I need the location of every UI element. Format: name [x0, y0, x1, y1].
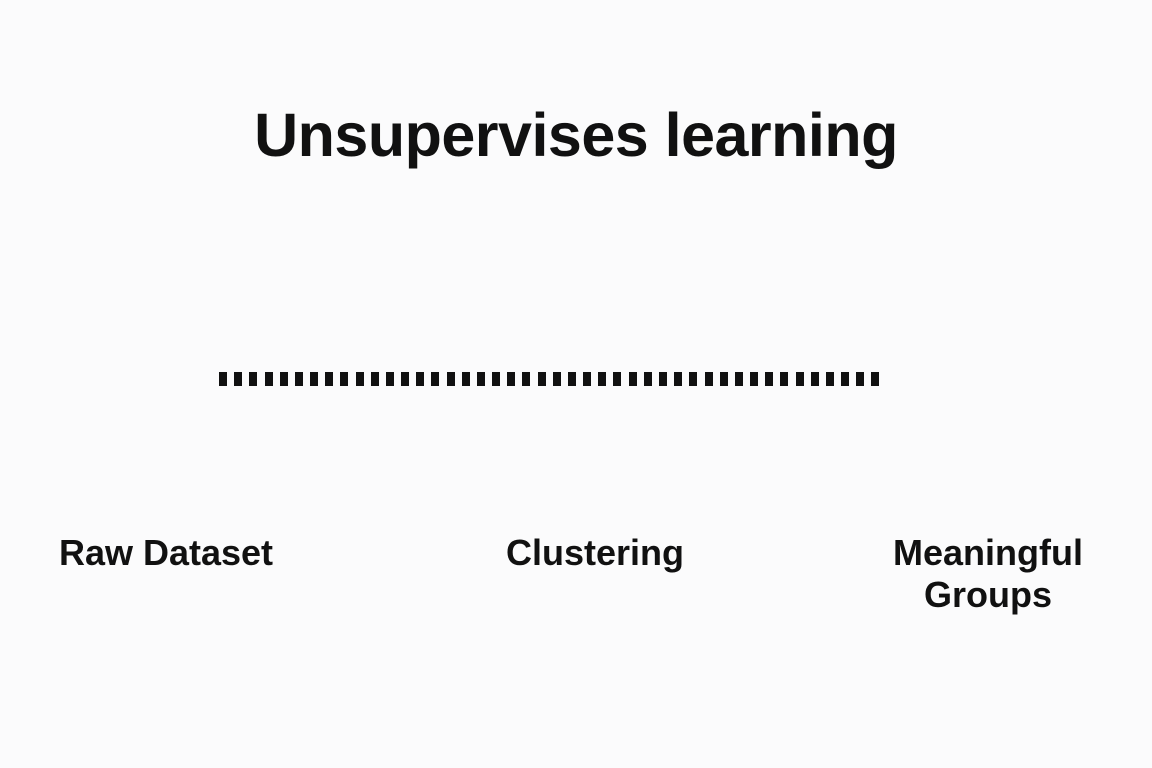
connector-dot — [567, 372, 576, 386]
connector-dot — [507, 372, 516, 386]
connector-dot — [704, 372, 713, 386]
connector-dot — [613, 372, 622, 386]
stage-label-raw-dataset-line-1: Raw Dataset — [58, 532, 274, 573]
connector-dot — [780, 372, 789, 386]
stage-label-clustering-line-1: Clustering — [505, 532, 684, 573]
connector-dot — [750, 372, 759, 386]
connector-dot — [734, 372, 743, 386]
connector-dot — [294, 372, 303, 386]
connector-dot — [689, 372, 698, 386]
connector-dot — [340, 372, 349, 386]
connector-dot — [461, 372, 470, 386]
connector-dot — [264, 372, 273, 386]
connector-dot — [856, 372, 865, 386]
connector-dot — [537, 372, 546, 386]
connector-dot — [370, 372, 379, 386]
connector-dot — [279, 372, 288, 386]
connector-dot — [674, 372, 683, 386]
connector-dot — [234, 372, 243, 386]
connector-dot — [249, 372, 258, 386]
connector-dot — [446, 372, 455, 386]
connector-dot — [325, 372, 334, 386]
stage-label-meaningful-groups-line-2: Groups — [923, 574, 1052, 616]
connector-dot — [628, 372, 637, 386]
connector-dot — [310, 372, 319, 386]
connector-dot — [476, 372, 485, 386]
connector-dot — [219, 372, 227, 386]
connector-dot — [401, 372, 410, 386]
stage-label-meaningful-groups-line-1: Meaningful — [893, 532, 1083, 573]
connector-dot — [416, 372, 425, 386]
connector-dot — [658, 372, 667, 386]
connector-dot — [598, 372, 607, 386]
connector-dot — [841, 372, 850, 386]
connector-dot — [431, 372, 440, 386]
connector-dot — [795, 372, 804, 386]
connector-dot — [385, 372, 394, 386]
stage-label-raw-dataset: Raw Dataset — [16, 532, 316, 574]
connector-dot — [825, 372, 834, 386]
stage-label-clustering: Clustering — [445, 532, 745, 574]
stage-label-meaningful-groups: Meaningful Groups — [878, 532, 1098, 616]
connector-dot — [810, 372, 819, 386]
connector-dot — [492, 372, 501, 386]
connector-dot — [719, 372, 728, 386]
connector-dot — [765, 372, 774, 386]
connector-dot — [643, 372, 652, 386]
connector-dot — [871, 372, 880, 386]
page-title: Unsupervises learning — [254, 100, 898, 169]
dotted-connector-line — [219, 372, 880, 386]
connector-dot — [552, 372, 561, 386]
connector-dot — [522, 372, 531, 386]
connector-dot — [583, 372, 592, 386]
connector-dot — [355, 372, 364, 386]
